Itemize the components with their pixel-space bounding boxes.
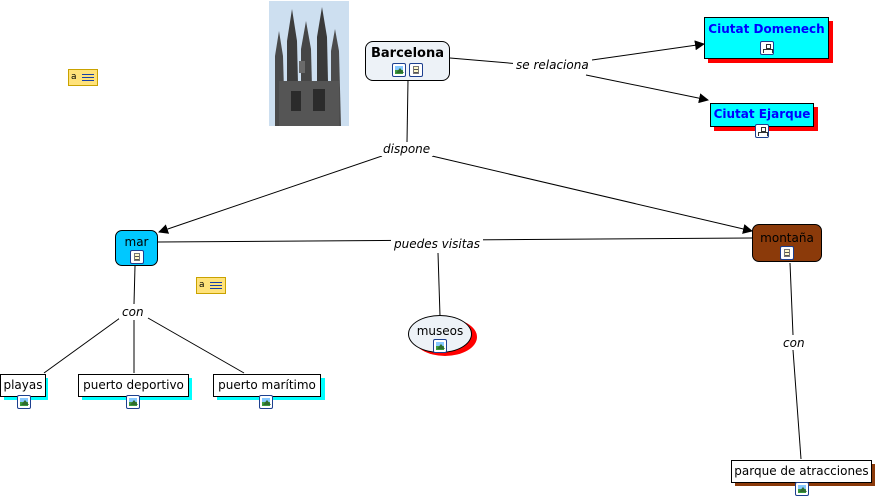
line-puedes-museos [437, 252, 441, 317]
document-icon[interactable] [409, 63, 423, 77]
note-glyph: a [71, 72, 77, 82]
line-barcelona-se-relaciona [449, 57, 521, 65]
concept-label: playas [3, 378, 43, 392]
link-label-con-montana[interactable]: con [780, 336, 808, 350]
concept-puerto-maritimo[interactable]: puerto marítimo [213, 374, 321, 397]
arrow-to-mar [158, 155, 383, 234]
link-label-con-mar[interactable]: con [119, 305, 147, 319]
line-montana-con [789, 262, 794, 336]
concept-museos[interactable]: museos [408, 315, 472, 353]
concept-ciutat-ejarque[interactable]: Ciutat Ejarque [710, 103, 814, 127]
document-icon[interactable] [129, 250, 144, 264]
image-icon[interactable] [433, 339, 447, 353]
link-label-se-relaciona[interactable]: se relaciona [513, 58, 592, 72]
image-icon[interactable] [392, 63, 406, 77]
line-con-playas [43, 317, 121, 374]
link-label-dispone[interactable]: dispone [380, 142, 434, 156]
concept-mar[interactable]: mar [115, 230, 158, 266]
church-towers-photo [269, 1, 349, 126]
concept-label: montaña [760, 231, 814, 245]
arrow-to-montana [431, 155, 753, 234]
image-icon[interactable] [17, 395, 31, 409]
concept-puerto-deportivo[interactable]: puerto deportivo [78, 374, 189, 397]
note-glyph: a [199, 280, 205, 290]
concept-label: mar [124, 235, 149, 249]
line-mar-con [133, 265, 136, 305]
note-icon[interactable]: a [196, 277, 226, 294]
concept-montana[interactable]: montaña [752, 224, 822, 262]
line-barcelona-dispone [406, 79, 409, 143]
concept-barcelona[interactable]: Barcelona [365, 41, 450, 81]
arrow-to-ejarque [585, 74, 709, 104]
concept-label: Ciutat Domenech [708, 22, 825, 36]
image-icon[interactable] [795, 482, 809, 496]
line-con-puerto-maritimo [147, 317, 245, 374]
note-icon[interactable]: a [68, 69, 98, 86]
concept-playas[interactable]: playas [0, 374, 46, 397]
line-con-parque [792, 349, 802, 460]
arrow-to-domenech [591, 40, 705, 61]
concept-label: Ciutat Ejarque [713, 107, 811, 121]
image-icon[interactable] [126, 395, 140, 409]
concept-label: puerto marítimo [218, 378, 316, 392]
concept-map-icon[interactable] [760, 41, 774, 55]
image-icon[interactable] [259, 395, 273, 409]
concept-label: Barcelona [370, 46, 445, 61]
concept-map-icon[interactable] [755, 124, 769, 138]
concept-label: parque de atracciones [734, 464, 869, 478]
link-label-puedes-visitas[interactable]: puedes visitas [391, 237, 484, 251]
concept-label: museos [416, 324, 464, 338]
document-icon[interactable] [780, 246, 794, 260]
concept-label: puerto deportivo [83, 378, 184, 392]
concept-parque-de-atracciones[interactable]: parque de atracciones [731, 460, 872, 483]
concept-ciutat-domenech[interactable]: Ciutat Domenech [704, 17, 829, 59]
